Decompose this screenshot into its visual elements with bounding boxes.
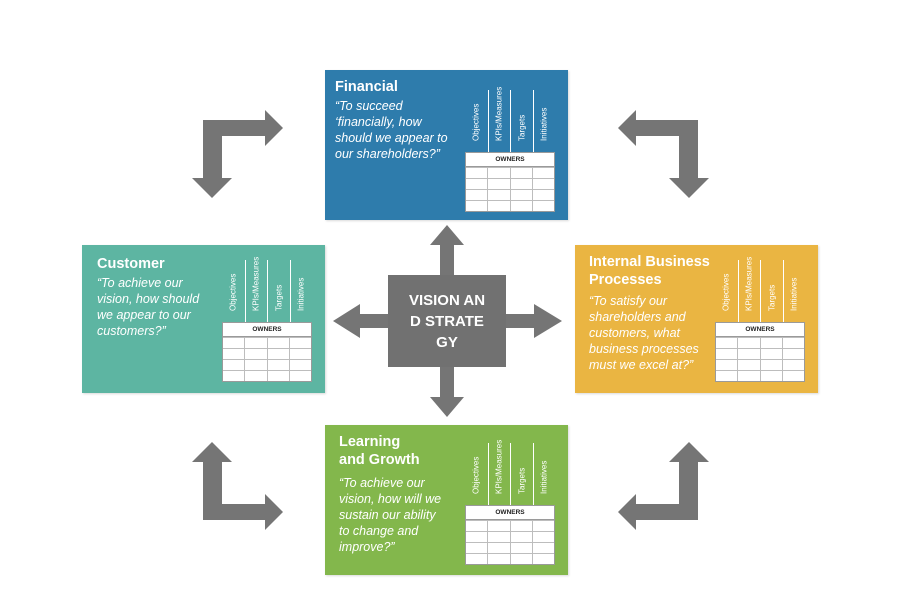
header-initiatives: Initiatives <box>539 460 549 494</box>
owners-label: OWNERS <box>466 506 554 520</box>
header-objectives: Objectives <box>228 273 238 311</box>
owners-grid: OWNERS <box>465 505 555 565</box>
vision-strategy-label: VISION AND STRATEGY <box>408 291 486 351</box>
card-internal-quote: “To satisfy our shareholders and custome… <box>589 294 699 372</box>
owners-grid: OWNERS <box>222 322 312 382</box>
owners-label: OWNERS <box>716 323 804 337</box>
owners-label: OWNERS <box>466 153 554 167</box>
card-learning-growth: Learning and Growth “To achieve our visi… <box>325 425 568 575</box>
header-objectives: Objectives <box>471 103 481 141</box>
header-objectives: Objectives <box>721 273 731 311</box>
corner-arrow-bottom-right <box>618 442 709 530</box>
card-financial-title: Financial <box>335 79 398 95</box>
header-targets: Targets <box>517 467 527 494</box>
header-targets: Targets <box>274 284 284 311</box>
card-learning-title: Learning and Growth <box>339 434 420 468</box>
owners-grid: OWNERS <box>715 322 805 382</box>
kpi-table-headers: Objectives KPIs/Measures Targets Initiat… <box>222 256 312 322</box>
corner-arrow-top-left <box>192 110 283 198</box>
corner-arrow-bottom-left <box>192 442 283 530</box>
card-customer: Customer “To achieve our vision, how sho… <box>82 245 325 393</box>
header-initiatives: Initiatives <box>539 107 549 141</box>
header-targets: Targets <box>517 114 527 141</box>
arrow-down-to-learning <box>430 367 464 417</box>
kpi-table: Objectives KPIs/Measures Targets Initiat… <box>465 439 555 565</box>
card-customer-title: Customer <box>97 256 165 272</box>
card-internal-business: Internal Business Processes “To satisfy … <box>575 245 818 393</box>
card-customer-quote: “To achieve our vision, how should we ap… <box>97 276 200 338</box>
header-targets: Targets <box>767 284 777 311</box>
card-financial-quote: “To succeed ‘financially, how should we … <box>335 99 448 161</box>
header-kpis-measures: KPIs/Measures <box>744 256 754 311</box>
kpi-table-headers: Objectives KPIs/Measures Targets Initiat… <box>465 86 555 152</box>
card-learning-quote: “To achieve our vision, how will we sust… <box>339 476 442 554</box>
corner-arrow-top-right <box>618 110 709 198</box>
kpi-table-headers: Objectives KPIs/Measures Targets Initiat… <box>715 256 805 322</box>
header-objectives: Objectives <box>471 456 481 494</box>
arrow-left-to-customer <box>333 304 388 338</box>
arrow-right-to-internal <box>506 304 562 338</box>
vision-strategy-box: VISION AND STRATEGY <box>388 275 506 367</box>
header-kpis-measures: KPIs/Measures <box>494 439 504 494</box>
owners-grid: OWNERS <box>465 152 555 212</box>
card-internal-title: Internal Business Processes <box>589 254 710 288</box>
header-kpis-measures: KPIs/Measures <box>494 86 504 141</box>
card-financial: Financial “To succeed ‘financially, how … <box>325 70 568 220</box>
header-kpis-measures: KPIs/Measures <box>251 256 261 311</box>
header-initiatives: Initiatives <box>789 277 799 311</box>
kpi-table: Objectives KPIs/Measures Targets Initiat… <box>465 86 555 212</box>
arrow-up-to-financial <box>430 225 464 275</box>
kpi-table: Objectives KPIs/Measures Targets Initiat… <box>715 256 805 382</box>
kpi-table-headers: Objectives KPIs/Measures Targets Initiat… <box>465 439 555 505</box>
owners-label: OWNERS <box>223 323 311 337</box>
kpi-table: Objectives KPIs/Measures Targets Initiat… <box>222 256 312 382</box>
header-initiatives: Initiatives <box>296 277 306 311</box>
